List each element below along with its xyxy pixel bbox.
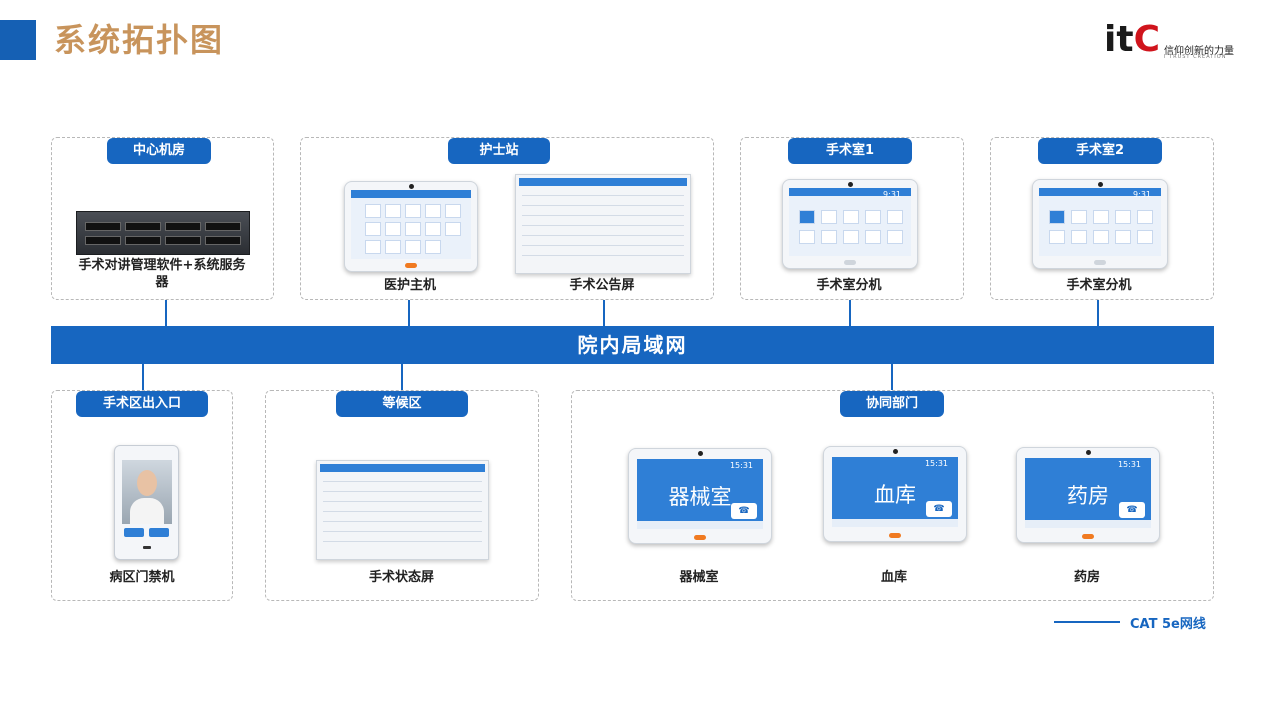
label-status-screen: 手术状态屏	[368, 570, 434, 585]
group-label-coop: 协同部门	[840, 391, 944, 417]
label-blood-bank: 血库	[880, 570, 907, 585]
or1-screen-time: 9:31	[883, 190, 901, 199]
page-title: 系统拓扑图	[54, 21, 225, 59]
group-label-entry: 手术区出入口	[76, 391, 208, 417]
label-nurse-host: 医护主机	[383, 278, 436, 293]
group-or2	[990, 137, 1214, 300]
group-label-center: 中心机房	[107, 138, 211, 164]
connector-notice-screen	[603, 300, 605, 326]
legend-label: CAT 5e网线	[1130, 617, 1206, 632]
group-label-or1: 手术室1	[788, 138, 912, 164]
group-or1	[740, 137, 964, 300]
label-or1-extension: 手术室分机	[816, 278, 882, 293]
label-pharmacy: 药房	[1073, 570, 1100, 585]
network-bar: 院内局域网	[51, 326, 1214, 364]
phone-icon: ☎	[738, 506, 750, 516]
connector-or1	[849, 300, 851, 326]
pharmacy-screen-title: 药房	[1067, 484, 1109, 508]
or1-extension-device: 9:31	[782, 179, 918, 269]
group-label-waiting: 等候区	[336, 391, 468, 417]
pharmacy-device: 15:31 药房 ☎	[1016, 447, 1160, 543]
group-label-or2: 手术室2	[1038, 138, 1162, 164]
itc-logo: itC 信仰创新的力量 I TRUST CREATION	[1104, 20, 1244, 66]
label-notice-screen: 手术公告屏	[569, 278, 635, 293]
notice-screen-device	[515, 174, 691, 274]
or2-screen-time: 9:31	[1133, 190, 1151, 199]
label-instrument-room: 器械室	[679, 570, 719, 585]
group-coop	[571, 390, 1214, 601]
label-or2-extension: 手术室分机	[1066, 278, 1132, 293]
group-label-nurse: 护士站	[448, 138, 550, 164]
blood-screen-time: 15:31	[924, 459, 948, 468]
phone-icon: ☎	[933, 504, 945, 514]
connector-nurse-host	[408, 300, 410, 326]
pharmacy-screen-time: 15:31	[1117, 460, 1141, 469]
group-entry	[51, 390, 233, 601]
blood-bank-device: 15:31 血库 ☎	[823, 446, 967, 542]
connector-coop	[891, 364, 893, 390]
connector-or2	[1097, 300, 1099, 326]
label-server: 手术对讲管理软件+系统服务器	[78, 258, 246, 290]
logo-mark: itC	[1104, 19, 1160, 60]
group-waiting	[265, 390, 539, 601]
phone-icon: ☎	[1126, 505, 1138, 515]
label-access-control: 病区门禁机	[109, 570, 175, 585]
group-center	[51, 137, 274, 300]
group-nurse	[300, 137, 714, 300]
status-screen-device	[316, 460, 489, 560]
logo-slogan: 信仰创新的力量	[1164, 46, 1234, 57]
server-device	[76, 211, 250, 255]
access-control-device	[114, 445, 179, 560]
nurse-host-device	[344, 181, 478, 272]
title-accent-bar	[0, 20, 36, 60]
legend-line	[1054, 621, 1120, 623]
connector-entry	[142, 364, 144, 390]
instrument-screen-time: 15:31	[729, 461, 753, 470]
or2-extension-device: 9:31	[1032, 179, 1168, 269]
connector-waiting	[401, 364, 403, 390]
instrument-room-device: 15:31 器械室 ☎	[628, 448, 772, 544]
instrument-screen-title: 器械室	[668, 485, 732, 509]
connector-center	[165, 300, 167, 326]
logo-sub: I TRUST CREATION	[1164, 54, 1227, 60]
blood-screen-title: 血库	[874, 483, 916, 507]
